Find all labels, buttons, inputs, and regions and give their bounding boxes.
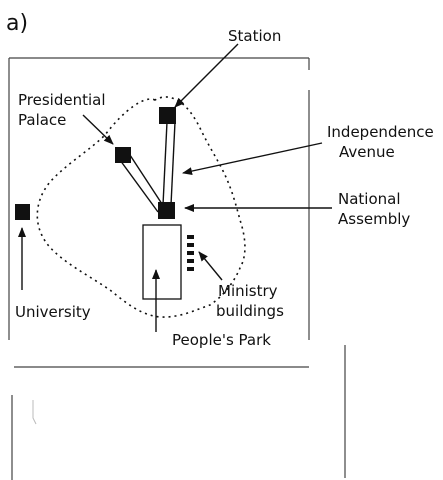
station-marker <box>159 107 176 124</box>
peoples-park-label: People's Park <box>172 331 271 349</box>
university-marker <box>15 204 30 220</box>
city-boundary <box>36 96 246 318</box>
presidential-palace-label: Presidential Palace <box>18 91 110 129</box>
ministry-buildings-arrow <box>198 251 223 281</box>
station-label: Station <box>228 27 281 45</box>
national-assembly-label: National Assembly <box>338 190 410 228</box>
presidential-palace-arrow <box>82 114 114 145</box>
independence-avenue-road <box>119 121 176 213</box>
scan-smudge <box>32 400 37 425</box>
pointer-arrows <box>18 43 332 332</box>
ministry-buildings-marker <box>187 235 194 271</box>
ministry-buildings-label: Ministry buildings <box>216 282 284 320</box>
station-arrow <box>174 43 239 108</box>
university-label: University <box>15 303 91 321</box>
panel-label: a) <box>6 11 28 36</box>
peoples-park-area <box>142 224 182 300</box>
independence-avenue-arrow <box>182 142 323 176</box>
independence-avenue-label: Independence Avenue <box>327 123 438 161</box>
national-assembly-marker <box>158 202 175 219</box>
map-frame <box>8 57 346 480</box>
presidential-palace-marker <box>115 147 131 163</box>
